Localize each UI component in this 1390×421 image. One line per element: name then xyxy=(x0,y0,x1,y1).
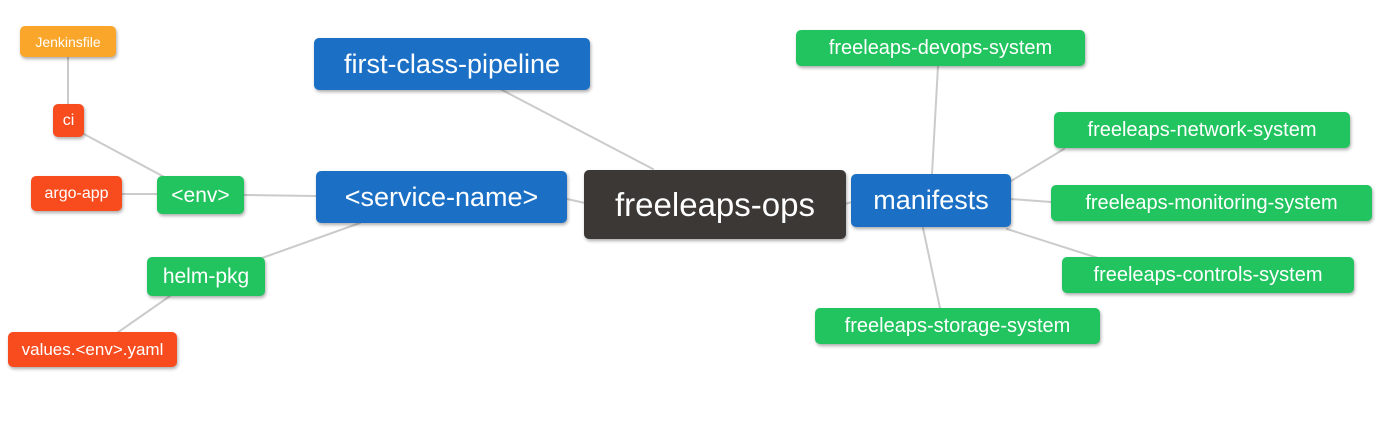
edge-service-name-to-helm-pkg xyxy=(261,222,361,259)
edge-ci-to-env xyxy=(81,132,169,180)
node-manifests[interactable]: manifests xyxy=(851,174,1011,227)
node-first-class-pipeline[interactable]: first-class-pipeline xyxy=(314,38,590,90)
node-freeleaps-controls-system[interactable]: freeleaps-controls-system xyxy=(1062,257,1354,293)
edge-env-to-service-name xyxy=(243,194,317,197)
node-ci[interactable]: ci xyxy=(53,104,84,137)
edge-service-name-to-freeleaps-ops xyxy=(566,198,586,204)
node-service-name[interactable]: <service-name> xyxy=(316,171,567,223)
node-helm-pkg[interactable]: helm-pkg xyxy=(147,257,265,296)
edge-manifests-to-freeleaps-devops-system xyxy=(931,65,939,175)
edge-helm-pkg-to-values-env-yaml xyxy=(116,295,171,334)
edge-first-class-pipeline-to-freeleaps-ops xyxy=(501,89,654,170)
node-freeleaps-ops[interactable]: freeleaps-ops xyxy=(584,170,846,239)
node-freeleaps-network-system[interactable]: freeleaps-network-system xyxy=(1054,112,1350,148)
node-argo-app[interactable]: argo-app xyxy=(31,176,122,211)
node-freeleaps-devops-system[interactable]: freeleaps-devops-system xyxy=(796,30,1085,66)
edge-manifests-to-freeleaps-storage-system xyxy=(922,227,941,309)
edge-manifests-to-freeleaps-monitoring-system xyxy=(1010,198,1052,203)
node-env[interactable]: <env> xyxy=(157,176,244,214)
node-freeleaps-storage-system[interactable]: freeleaps-storage-system xyxy=(815,308,1100,344)
node-freeleaps-monitoring-system[interactable]: freeleaps-monitoring-system xyxy=(1051,185,1372,221)
edge-freeleaps-ops-to-manifests xyxy=(844,201,853,205)
edge-manifests-to-freeleaps-network-system xyxy=(1010,148,1065,182)
node-jenkinsfile[interactable]: Jenkinsfile xyxy=(20,26,116,57)
edge-manifests-to-freeleaps-controls-system xyxy=(1006,228,1099,259)
node-values-env-yaml[interactable]: values.<env>.yaml xyxy=(8,332,177,367)
